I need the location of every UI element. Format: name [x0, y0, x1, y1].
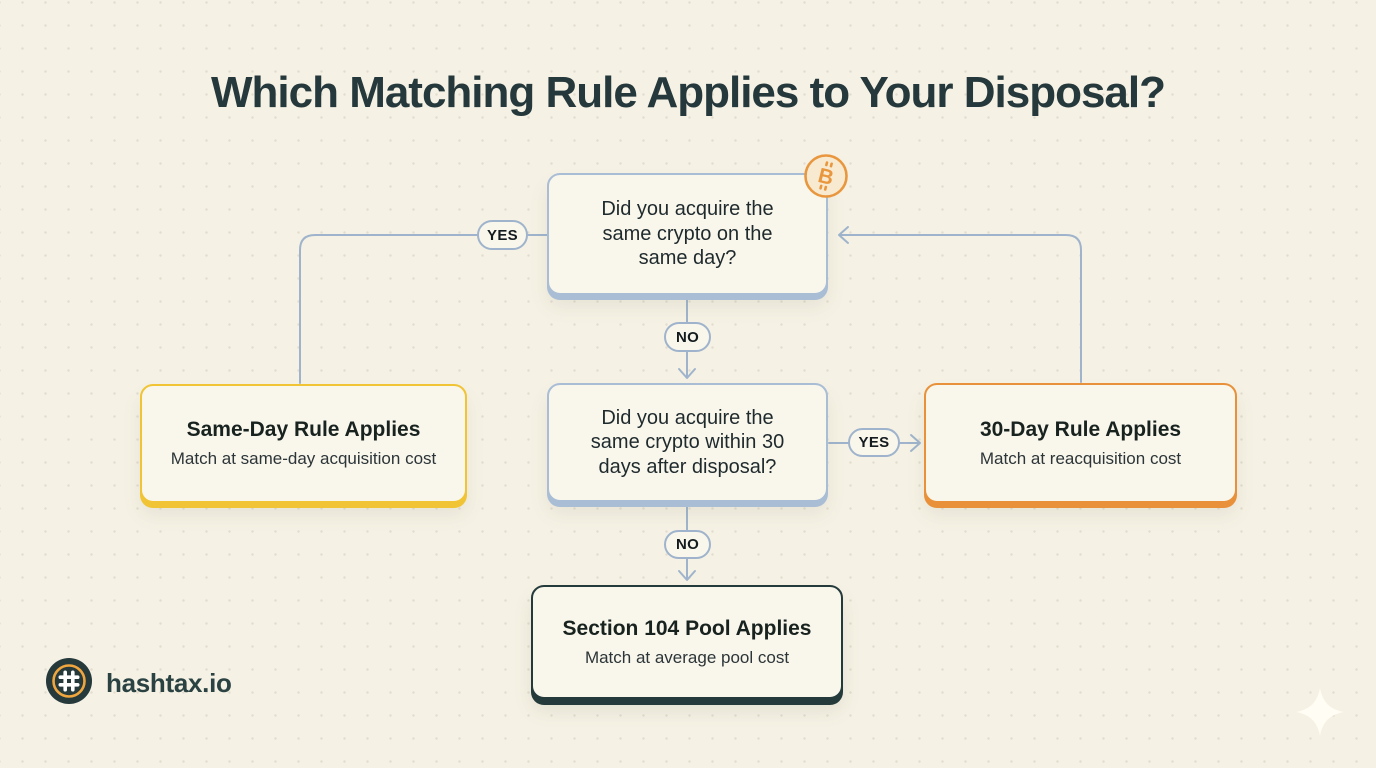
arrowhead-left	[838, 226, 849, 244]
label-pill-yes-right: YES	[848, 428, 900, 457]
decision-box-thirty-day: Did you acquire the same crypto within 3…	[547, 383, 828, 502]
decision-box-same-day: Did you acquire the same crypto on the s…	[547, 173, 828, 295]
outcome-title: Same-Day Rule Applies	[186, 418, 421, 441]
arrowhead-down-2	[678, 570, 696, 581]
pill-text: YES	[487, 226, 518, 244]
outcome-title: Section 104 Pool Applies	[562, 616, 812, 640]
bitcoin-icon: B	[804, 154, 848, 198]
hashtax-logo-icon	[46, 658, 92, 709]
arrowhead-right	[910, 434, 921, 452]
outcome-box-thirty-day-rule: 30-Day Rule Applies Match at reacquisiti…	[924, 383, 1237, 503]
arrowhead-down-1	[678, 368, 696, 379]
decision-text-same-day: Did you acquire the same crypto on the s…	[601, 198, 774, 270]
label-pill-no-top: NO	[664, 322, 711, 352]
decision-text-thirty-day: Did you acquire the same crypto within 3…	[590, 406, 785, 478]
label-pill-yes-left: YES	[477, 220, 528, 250]
outcome-box-section-104-pool: Section 104 Pool Applies Match at averag…	[531, 585, 843, 699]
outcome-subtitle: Match at reacquisition cost	[979, 448, 1182, 468]
connector-yes-left	[299, 234, 548, 384]
pill-text: NO	[675, 328, 700, 346]
outcome-box-same-day-rule: Same-Day Rule Applies Match at same-day …	[140, 384, 467, 503]
connector-loop-right	[839, 234, 1082, 383]
outcome-subtitle: Match at average pool cost	[584, 647, 790, 667]
brand-name: hashtax.io	[106, 668, 232, 698]
page-title: Which Matching Rule Applies to Your Disp…	[210, 68, 1166, 117]
sparkle-icon	[1294, 686, 1346, 738]
pill-text: NO	[675, 536, 700, 553]
brand-lockup: hashtax.io	[46, 658, 232, 709]
label-pill-no-bottom: NO	[664, 530, 711, 559]
outcome-subtitle: Match at same-day acquisition cost	[170, 449, 437, 468]
pill-text: YES	[858, 434, 890, 451]
outcome-title: 30-Day Rule Applies	[979, 417, 1182, 441]
